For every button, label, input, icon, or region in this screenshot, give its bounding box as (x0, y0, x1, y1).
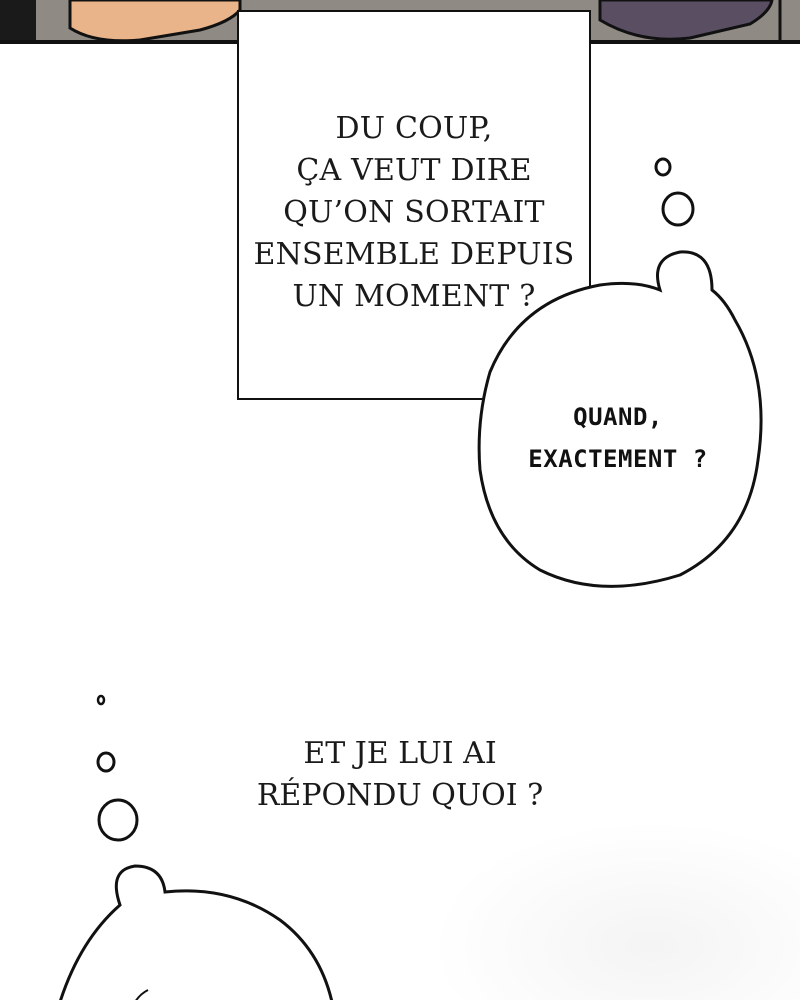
thought-trail-medium (661, 191, 695, 227)
thought-bubble-2-shape (59, 864, 334, 1000)
artwork-dark-edge (0, 0, 36, 44)
artwork-hand (68, 0, 242, 43)
narration-line: DU COUP, (335, 111, 493, 146)
caption-line: RÉPONDU QUOI ? (256, 778, 544, 813)
thought-trail-small (96, 751, 116, 773)
narration-line: QU’ON SORTAIT (283, 195, 545, 230)
background-tone (430, 820, 800, 1000)
caption-line: ET JE LUI AI (303, 736, 497, 771)
thought-line: EXACTEMENT ? (528, 445, 708, 473)
narration-box: DU COUP, ÇA VEUT DIRE QU’ON SORTAIT ENSE… (237, 10, 591, 400)
thought-trail-medium (97, 798, 139, 842)
caption-text: ET JE LUI AI RÉPONDU QUOI ? (230, 733, 570, 817)
thought-line: QUAND, (573, 403, 663, 431)
thought-bubble-1-text: QUAND, EXACTEMENT ? (490, 396, 746, 480)
thought-trail-small (654, 157, 672, 177)
narration-line: ÇA VEUT DIRE (296, 153, 532, 188)
thought-trail-tiny (96, 694, 106, 706)
narration-text: DU COUP, ÇA VEUT DIRE QU’ON SORTAIT ENSE… (239, 108, 589, 318)
thought-bubble-2-inner-stroke (135, 989, 149, 1000)
narration-line: ENSEMBLE DEPUIS (253, 237, 575, 272)
narration-line: UN MOMENT ? (292, 279, 536, 314)
artwork-hair (598, 0, 774, 41)
